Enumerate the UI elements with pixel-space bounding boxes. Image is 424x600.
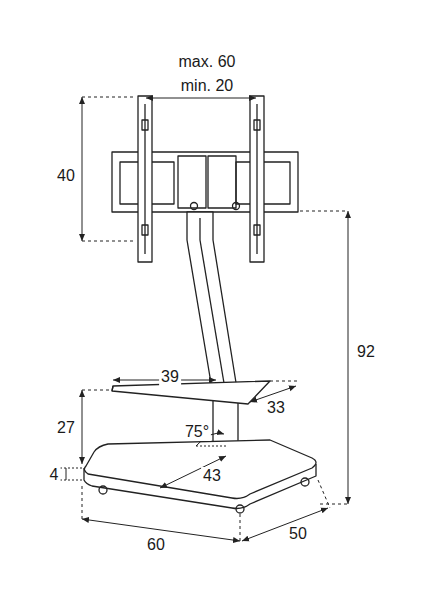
dimension-label: 50 (287, 525, 309, 543)
dimension-label: 40 (55, 167, 77, 185)
dimension-label: 27 (55, 419, 77, 437)
dimension-label: max. 60 (177, 53, 238, 71)
dimension-label: 75° (183, 423, 211, 441)
dimension-label: 33 (265, 399, 287, 417)
dimension-label: 92 (355, 343, 377, 361)
dimension-label: min. 20 (179, 77, 235, 95)
dimension-label: 60 (145, 536, 167, 554)
dimension-label: 43 (201, 467, 223, 485)
dimension-label: 4 (48, 466, 61, 484)
dimension-label: 39 (159, 368, 181, 386)
